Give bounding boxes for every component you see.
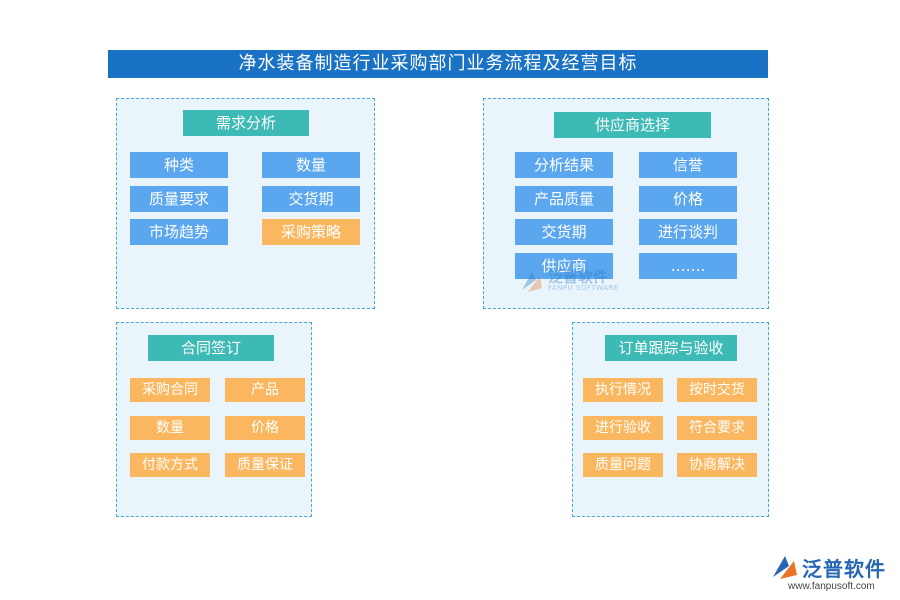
- supplier-item: 产品质量: [515, 186, 613, 212]
- supplier-item: 交货期: [515, 219, 613, 245]
- contract-item: 价格: [225, 416, 305, 440]
- demand-item: 数量: [262, 152, 360, 178]
- order-item: 符合要求: [677, 416, 757, 440]
- supplier-selection-panel: 供应商选择 分析结果 信誉 产品质量 价格 交货期 进行谈判 供应商 …….: [483, 98, 769, 309]
- fanpu-logo-icon: [522, 272, 542, 292]
- supplier-item: 供应商: [515, 253, 613, 279]
- order-item: 执行情况: [583, 378, 663, 402]
- fanpu-watermark: 泛普软件 FANPU SOFTWARE: [518, 266, 628, 296]
- logo-url: www.fanpusoft.com: [788, 581, 875, 592]
- order-tracking-header: 订单跟踪与验收: [605, 335, 737, 361]
- page-title: 净水装备制造行业采购部门业务流程及经营目标: [108, 50, 768, 78]
- watermark-sub: FANPU SOFTWARE: [548, 284, 619, 292]
- order-tracking-panel: 订单跟踪与验收 执行情况 按时交货 进行验收 符合要求 质量问题 协商解决: [572, 322, 769, 517]
- demand-item: 市场趋势: [130, 219, 228, 245]
- supplier-item: 分析结果: [515, 152, 613, 178]
- supplier-selection-header: 供应商选择: [554, 112, 711, 138]
- demand-analysis-header: 需求分析: [183, 110, 309, 136]
- contract-item: 数量: [130, 416, 210, 440]
- watermark-name: 泛普软件: [548, 268, 609, 286]
- contract-item: 采购合同: [130, 378, 210, 402]
- demand-item-highlight: 采购策略: [262, 219, 360, 245]
- contract-signing-header: 合同签订: [148, 335, 274, 361]
- contract-item: 产品: [225, 378, 305, 402]
- order-item: 进行验收: [583, 416, 663, 440]
- supplier-item: 信誉: [639, 152, 737, 178]
- order-item: 按时交货: [677, 378, 757, 402]
- contract-item: 质量保证: [225, 453, 305, 477]
- logo-name: 泛普软件: [802, 557, 886, 581]
- demand-item: 质量要求: [130, 186, 228, 212]
- order-item: 协商解决: [677, 453, 757, 477]
- demand-item: 交货期: [262, 186, 360, 212]
- demand-item: 种类: [130, 152, 228, 178]
- fanpu-brand-icon: [773, 556, 797, 579]
- contract-item: 付款方式: [130, 453, 210, 477]
- fanpu-logo: 泛普软件 www.fanpusoft.com: [770, 553, 895, 595]
- contract-signing-panel: 合同签订 采购合同 产品 数量 价格 付款方式 质量保证: [116, 322, 312, 517]
- supplier-item: …….: [639, 253, 737, 279]
- supplier-item: 进行谈判: [639, 219, 737, 245]
- supplier-item: 价格: [639, 186, 737, 212]
- order-item: 质量问题: [583, 453, 663, 477]
- demand-analysis-panel: 需求分析 种类 数量 质量要求 交货期 市场趋势 采购策略: [116, 98, 375, 309]
